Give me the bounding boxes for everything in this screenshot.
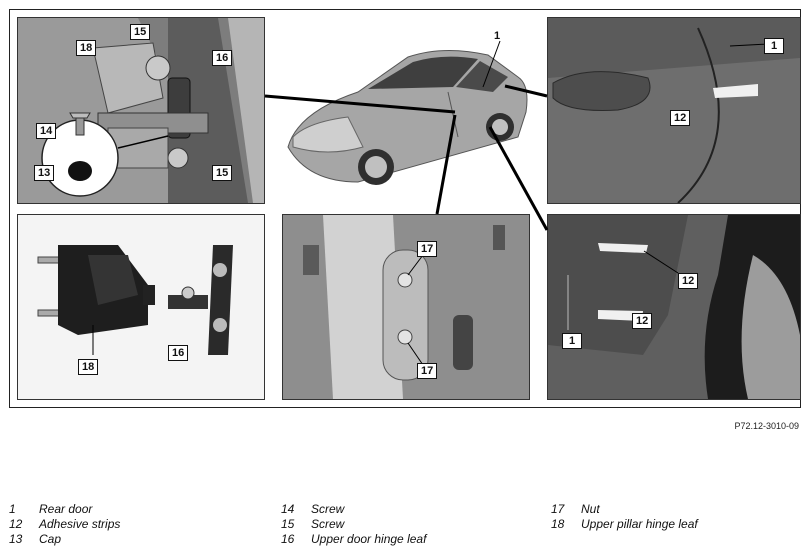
callout-18: 18 xyxy=(76,40,97,56)
hinge-installed-illustration xyxy=(18,18,264,203)
callout-14: 14 xyxy=(36,123,57,139)
car-illustration xyxy=(268,17,544,204)
panel-car: 1 xyxy=(268,17,544,204)
callout-12-strip-lower: 12 xyxy=(632,313,653,329)
callout-1-arch: 1 xyxy=(562,333,582,349)
callout-17-bottom: 17 xyxy=(417,363,438,379)
panel-wheel-arch: 12 12 1 xyxy=(547,214,801,400)
hinge-parts-illustration xyxy=(18,215,264,399)
panel-hinge-parts: 18 16 xyxy=(17,214,265,400)
callout-13: 13 xyxy=(34,165,55,181)
door-interior-illustration xyxy=(283,215,529,399)
reference-code: P72.12-3010-09 xyxy=(734,421,799,431)
callout-15-bottom: 15 xyxy=(212,165,233,181)
callout-16-parts: 16 xyxy=(168,345,189,361)
callout-1-car: 1 xyxy=(493,30,501,42)
callout-15-top: 15 xyxy=(130,24,151,40)
callout-1-door: 1 xyxy=(764,38,784,54)
panel-door-handle: 1 12 xyxy=(547,17,801,204)
panel-door-interior: 17 17 xyxy=(282,214,530,400)
callout-12-strip-upper: 12 xyxy=(678,273,699,289)
panel-hinge-installed: 18 15 16 14 13 15 xyxy=(17,17,265,204)
callout-18-parts: 18 xyxy=(78,359,99,375)
wheel-arch-illustration xyxy=(548,215,800,399)
callout-12-door: 12 xyxy=(670,110,691,126)
callout-17-top: 17 xyxy=(417,241,438,257)
callout-16: 16 xyxy=(212,50,233,66)
